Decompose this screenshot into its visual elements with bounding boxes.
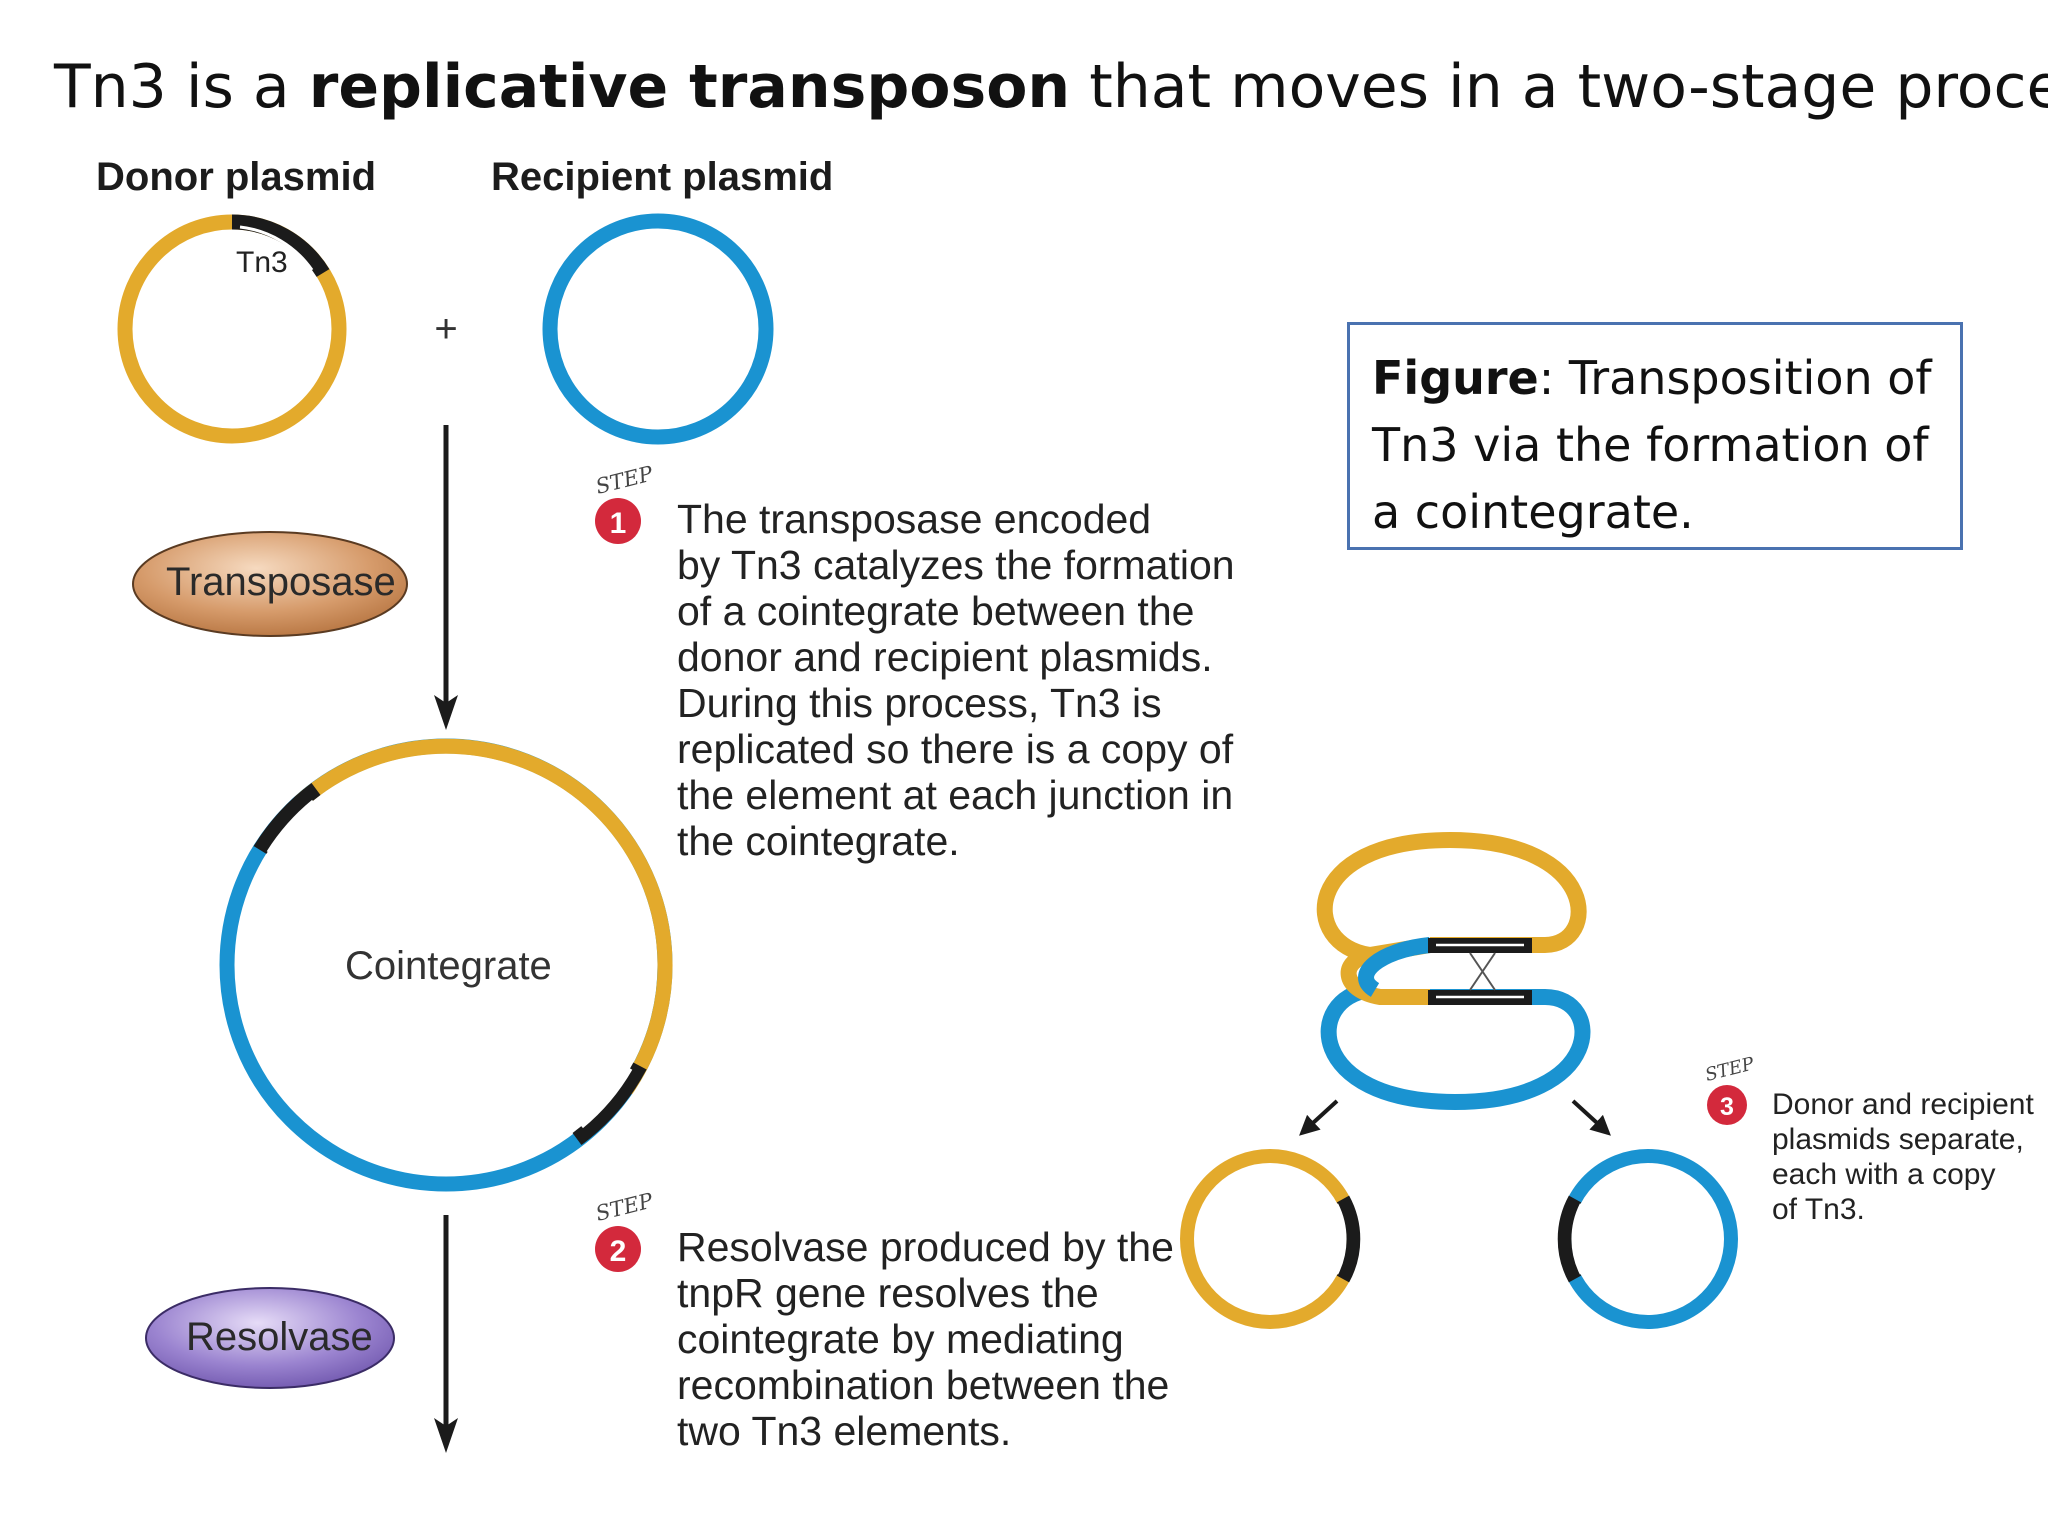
caption-bold: Figure <box>1372 351 1539 405</box>
intermediate-recipient-loop <box>1320 982 1591 1111</box>
step-3-line: Donor and recipient <box>1772 1088 2034 1121</box>
separation-arrow-right <box>1571 1099 1611 1136</box>
down-arrow-1-head <box>434 695 458 730</box>
step-2-line: cointegrate by mediating <box>677 1316 1124 1362</box>
step-2-line: Resolvase produced by the <box>677 1224 1174 1270</box>
result-recipient-plasmid <box>1558 1149 1738 1329</box>
cointegrate-label: Cointegrate <box>345 944 552 988</box>
step-1-line: replicated so there is a copy of <box>677 726 1234 772</box>
svg-text:1: 1 <box>610 507 627 540</box>
step-1-line: of a cointegrate between the <box>677 588 1195 634</box>
title-bold: replicative transposon <box>308 52 1071 122</box>
step-2-line: two Tn3 elements. <box>677 1408 1012 1454</box>
caption-text: : Transposition of Tn3 via the formation… <box>1372 351 1932 539</box>
cointegrate-tn3-lower-arrow <box>581 1068 633 1129</box>
step-1-line: The transposase encoded <box>677 496 1152 542</box>
cointegrate-tn3-lower <box>572 1062 647 1146</box>
transposase-label: Transposase <box>166 560 396 604</box>
resolvase-ellipse <box>145 1287 395 1389</box>
cointegrate-tn3-upper-arrow <box>266 799 314 853</box>
down-arrow-2-head <box>434 1418 458 1453</box>
slide-title: Tn3 is a replicative transposon that mov… <box>54 52 2048 122</box>
step-2-line: tnpR gene resolves the <box>677 1270 1099 1316</box>
step-1-badge: 1 STEP <box>593 461 656 544</box>
step-1-line: by Tn3 catalyzes the formation <box>677 542 1235 588</box>
step-1-line: donor and recipient plasmids. <box>677 634 1213 680</box>
crossover-line-2 <box>1469 952 1496 991</box>
intermediate-donor-loop <box>1316 831 1587 964</box>
intermediate-recipient-upper <box>1358 937 1431 997</box>
step-3-line: each with a copy <box>1772 1158 1996 1191</box>
step-2-line: recombination between the <box>677 1362 1170 1408</box>
plus-sign: + <box>434 307 457 351</box>
svg-text:STEP: STEP <box>1703 1053 1757 1086</box>
step-1-line: the cointegrate. <box>677 818 960 864</box>
donor-tn3-segment <box>231 214 330 278</box>
svg-text:STEP: STEP <box>593 461 656 498</box>
cointegrate-tn3-upper <box>253 782 321 855</box>
step-3-text: Donor and recipient plasmids separate, e… <box>1772 1087 2042 1227</box>
step-1-line: the element at each junction in <box>677 772 1234 818</box>
resolvase-label: Resolvase <box>186 1315 373 1359</box>
figure-caption-box: Figure: Transposition of Tn3 via the for… <box>1347 322 1963 550</box>
title-suffix: that moves in a two-stage process. <box>1070 52 2048 122</box>
tn3-label: Tn3 <box>236 246 288 279</box>
step-2-badge: 2 STEP <box>593 1188 656 1272</box>
recipient-plasmid-ring <box>542 213 774 445</box>
separation-arrow-left <box>1299 1099 1339 1136</box>
step-3-badge: 3 STEP <box>1703 1053 1757 1125</box>
step-3-line: of Tn3. <box>1772 1193 1865 1226</box>
svg-text:STEP: STEP <box>593 1188 656 1225</box>
donor-plasmid-label: Donor plasmid <box>96 155 377 199</box>
result-donor-tn3 <box>1336 1195 1361 1283</box>
step-1-line: During this process, Tn3 is <box>677 680 1162 726</box>
intermediate-donor-lower <box>1340 947 1430 1005</box>
svg-text:2: 2 <box>610 1235 627 1268</box>
donor-tn3-arrow <box>239 225 314 271</box>
svg-text:3: 3 <box>1720 1093 1734 1121</box>
step-1-text: The transposase encoded by Tn3 catalyzes… <box>677 496 1237 864</box>
step-3-line: plasmids separate, <box>1772 1123 2024 1156</box>
transposase-ellipse <box>132 531 408 637</box>
cointegrate-donor-arc <box>295 738 673 1095</box>
title-prefix: Tn3 is a <box>54 52 309 122</box>
step-2-text: Resolvase produced by the tnpR gene reso… <box>677 1224 1237 1454</box>
result-recipient-tn3 <box>1557 1195 1582 1283</box>
recipient-plasmid-label: Recipient plasmid <box>491 155 834 199</box>
